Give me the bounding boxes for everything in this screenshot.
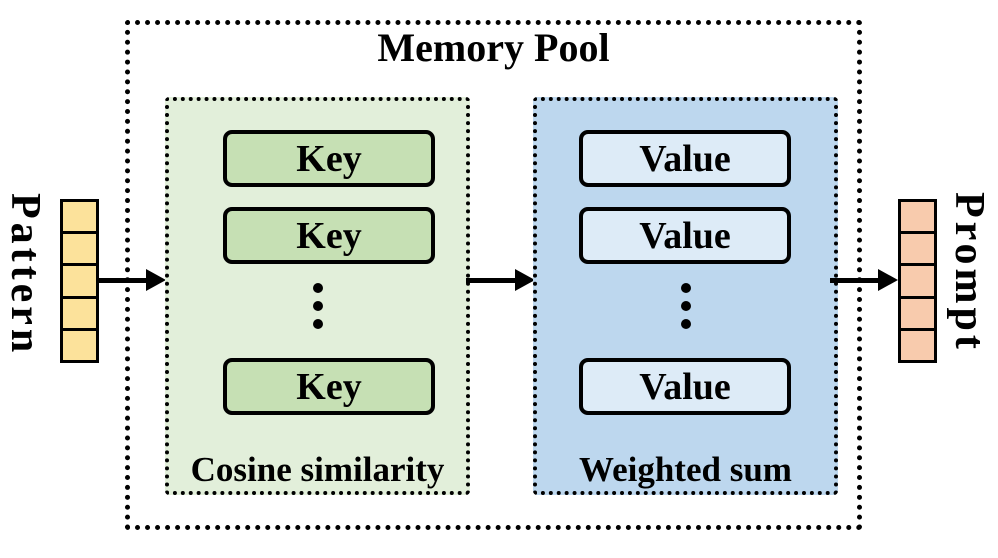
- prompt-vector-cell: [901, 202, 934, 232]
- value-box: Value: [579, 130, 791, 187]
- pattern-vector: [60, 199, 99, 363]
- arrow-head-icon: [146, 269, 166, 291]
- pattern-label: Pattern: [2, 193, 49, 357]
- arrow-keys-to-values-icon: [466, 269, 535, 291]
- weighted-sum-panel: Value Value Value Weighted sum: [533, 97, 838, 495]
- arrow-values-to-prompt-icon: [830, 269, 898, 291]
- pattern-vector-cell: [63, 327, 96, 361]
- arrow-head-icon: [878, 269, 898, 291]
- vertical-ellipsis-icon: [169, 283, 466, 329]
- memory-pool-title: Memory Pool: [377, 25, 610, 70]
- cosine-similarity-caption: Cosine similarity: [190, 449, 445, 489]
- pattern-vector-cell: [63, 263, 96, 296]
- prompt-vector-cell: [901, 327, 934, 361]
- arrow-pattern-to-keys-icon: [98, 269, 166, 291]
- prompt-label: Prompt: [946, 192, 993, 353]
- arrow-shaft: [830, 277, 878, 283]
- pattern-vector-cell: [63, 295, 96, 328]
- pattern-vector-cell: [63, 202, 96, 232]
- arrow-shaft: [466, 277, 515, 283]
- key-box: Key: [223, 207, 435, 264]
- prompt-vector: [898, 199, 937, 363]
- cosine-similarity-panel: Key Key Key Cosine similarity: [165, 97, 470, 495]
- prompt-vector-cell: [901, 231, 934, 264]
- arrow-shaft: [98, 277, 146, 283]
- pattern-vector-cell: [63, 231, 96, 264]
- weighted-sum-caption: Weighted sum: [579, 449, 792, 489]
- prompt-vector-cell: [901, 263, 934, 296]
- key-box: Key: [223, 358, 435, 415]
- value-box: Value: [579, 207, 791, 264]
- prompt-vector-cell: [901, 295, 934, 328]
- value-box: Value: [579, 358, 791, 415]
- key-box: Key: [223, 130, 435, 187]
- arrow-head-icon: [515, 269, 535, 291]
- memory-pool-box: [125, 20, 862, 530]
- vertical-ellipsis-icon: [537, 283, 834, 329]
